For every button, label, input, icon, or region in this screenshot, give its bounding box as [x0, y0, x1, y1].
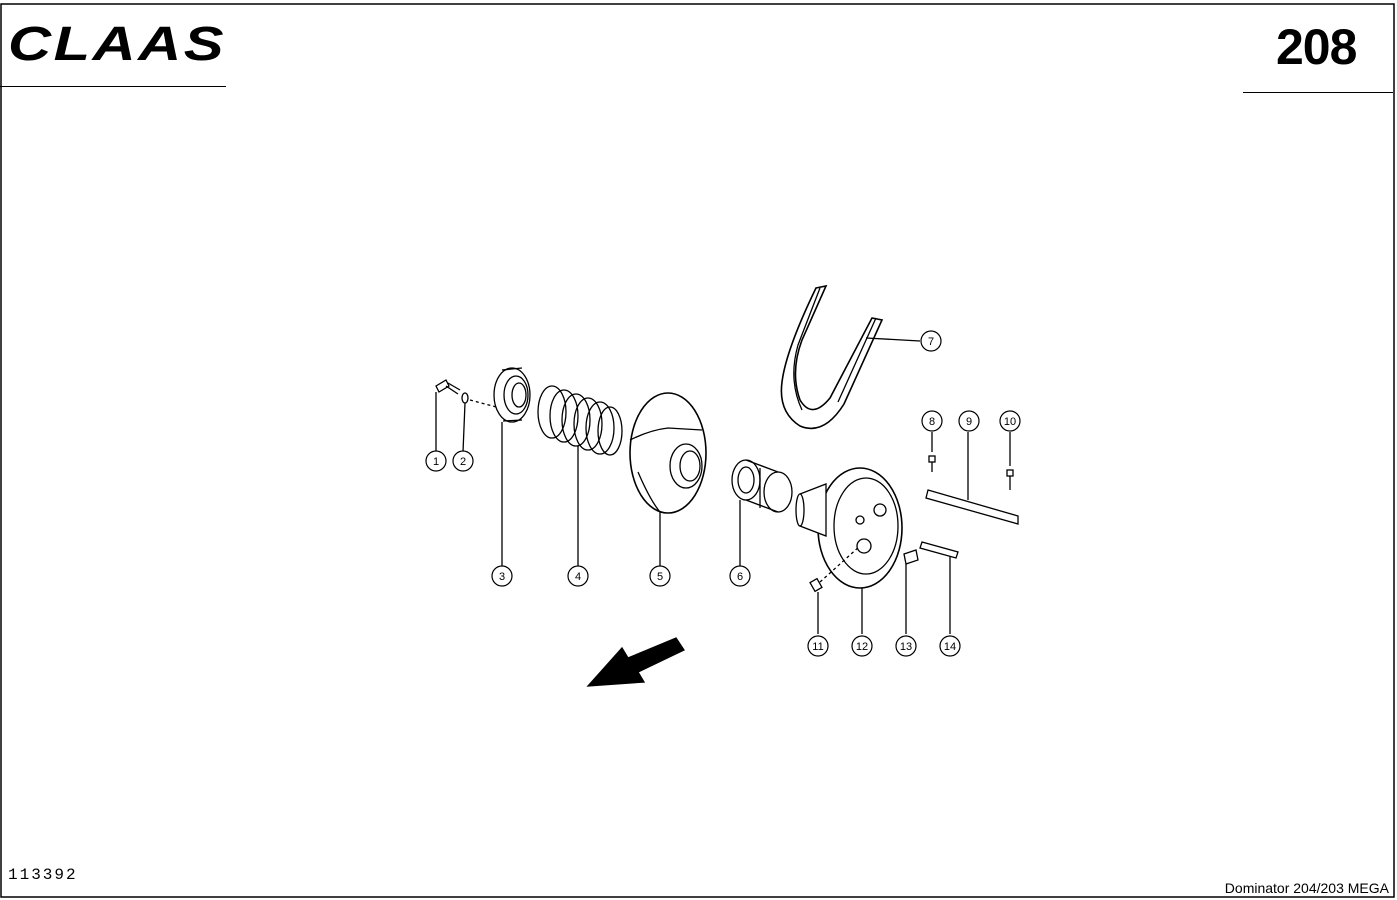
part-washer [461, 392, 469, 453]
svg-text:10: 10 [1004, 416, 1016, 428]
part-v-belt [780, 284, 921, 430]
part-grub-screw [809, 545, 861, 634]
part-key-13 [903, 549, 919, 634]
part-pulley-disc [629, 392, 707, 566]
callout-1: 1 [425, 450, 447, 472]
svg-text:6: 6 [737, 571, 743, 583]
svg-text:9: 9 [966, 416, 972, 428]
part-rod [925, 432, 1019, 525]
page-number: 208 [1276, 19, 1357, 75]
page-number-underline [1243, 92, 1393, 93]
part-cup [493, 367, 531, 566]
svg-text:8: 8 [929, 416, 935, 428]
callout-7: 7 [920, 330, 942, 352]
part-hub-flange [795, 467, 903, 634]
part-key-14 [919, 541, 959, 634]
callout-6: 6 [729, 565, 751, 587]
svg-text:5: 5 [657, 571, 663, 583]
callout-2: 2 [452, 450, 474, 472]
svg-text:4: 4 [575, 571, 581, 583]
svg-text:11: 11 [812, 641, 823, 653]
claas-logo: CLAAS [8, 20, 226, 66]
logo-text: CLAAS [8, 20, 226, 66]
callout-11: 11 [807, 635, 829, 657]
callout-9: 9 [958, 410, 980, 432]
direction-arrow [586, 637, 685, 687]
svg-text:13: 13 [900, 641, 912, 653]
part-bolt [435, 379, 461, 452]
callout-3: 3 [491, 565, 513, 587]
callout-13: 13 [895, 635, 917, 657]
callout-5: 5 [649, 565, 671, 587]
callout-10: 10 [999, 410, 1021, 432]
svg-text:12: 12 [856, 641, 868, 653]
svg-text:1: 1 [433, 456, 439, 468]
part-screw-10 [1006, 432, 1014, 490]
callout-8: 8 [921, 410, 943, 432]
callout-12: 12 [851, 635, 873, 657]
svg-text:14: 14 [944, 641, 956, 653]
svg-text:3: 3 [499, 571, 505, 583]
part-screw-8 [928, 432, 936, 472]
svg-text:7: 7 [928, 336, 934, 348]
logo-underline [0, 86, 226, 87]
callout-4: 4 [567, 565, 589, 587]
callout-14: 14 [939, 635, 961, 657]
part-sleeve [731, 459, 793, 566]
part-spring [537, 385, 623, 566]
drawing-number: 113392 [8, 866, 78, 884]
svg-text:2: 2 [460, 456, 466, 468]
model-label: Dominator 204/203 MEGA [1224, 880, 1389, 896]
